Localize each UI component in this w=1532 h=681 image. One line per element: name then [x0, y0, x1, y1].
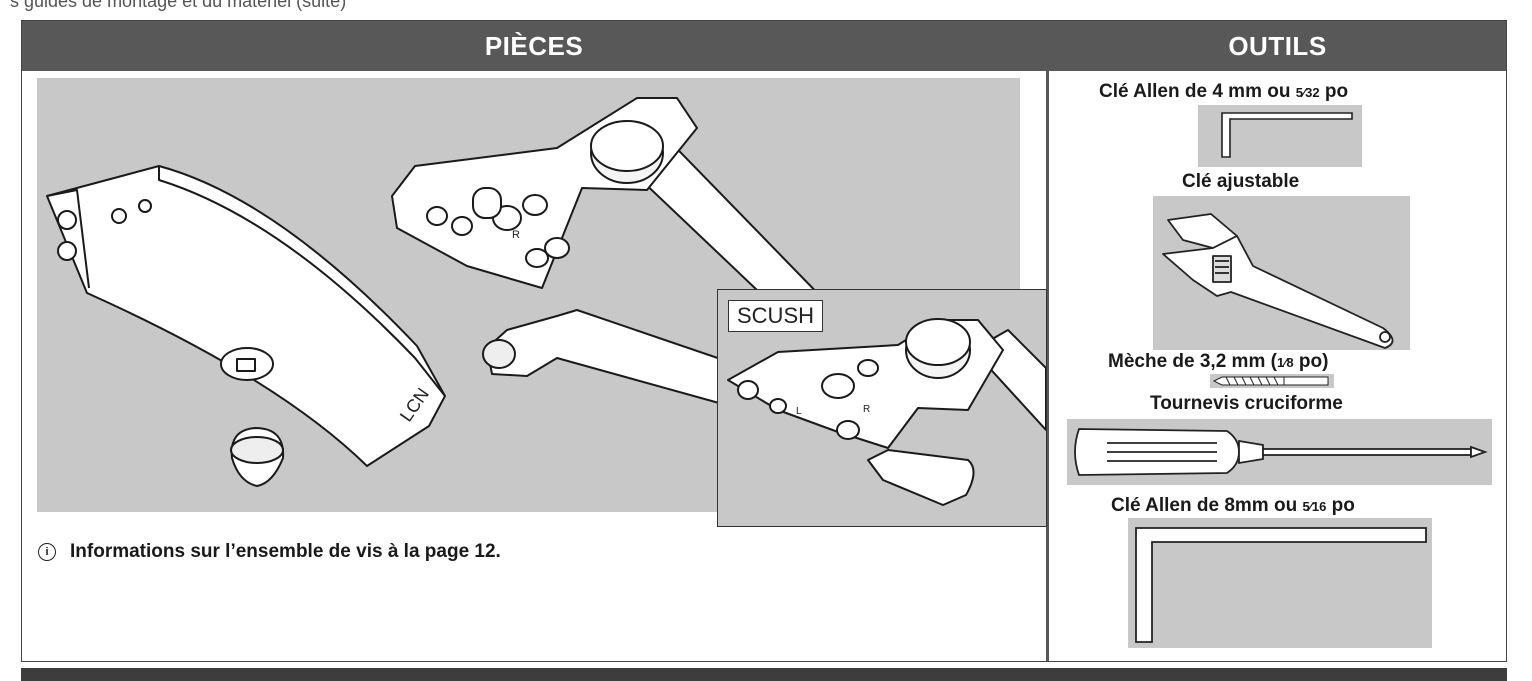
- main-arm-icon: R: [391, 97, 833, 329]
- parts-illustration: LCN R: [46, 97, 833, 487]
- forearm-icon: [482, 309, 748, 409]
- screwdriver-label: Tournevis cruciforme: [1150, 393, 1343, 414]
- allen-4mm-panel: [1198, 105, 1362, 167]
- tools-header: OUTILS: [1049, 21, 1506, 71]
- scush-illustration: L R: [727, 318, 1046, 506]
- adjustable-wrench-panel: [1153, 196, 1410, 350]
- allen-8mm-panel: [1128, 518, 1432, 648]
- screwdriver-panel: [1067, 419, 1492, 485]
- svg-text:R: R: [863, 404, 870, 415]
- closer-body-icon: LCN: [46, 165, 446, 467]
- scush-inset-panel: SCUSH L R: [717, 289, 1047, 527]
- allen-key-icon: [1221, 112, 1353, 158]
- allen-key-large-icon: [1135, 527, 1427, 643]
- adjustable-wrench-label: Clé ajustable: [1182, 171, 1300, 192]
- adjustable-wrench-icon: [1162, 213, 1394, 349]
- drill-bit-panel: [1210, 374, 1334, 388]
- drill-bit-label: Mèche de 3,2 mm (1⁄8 po): [1108, 351, 1329, 372]
- column-divider: [1046, 21, 1049, 661]
- svg-text:R: R: [512, 229, 520, 241]
- info-note: i Informations sur l’ensemble de vis à l…: [38, 541, 501, 563]
- svg-text:L: L: [796, 406, 802, 417]
- allen-8mm-label: Clé Allen de 8mm ou 5⁄16 po: [1111, 495, 1355, 516]
- parts-header: PIÈCES: [22, 21, 1046, 71]
- parts-tools-table: PIÈCES OUTILS LCN: [21, 20, 1507, 662]
- scush-label: SCUSH: [728, 300, 824, 332]
- phillips-screwdriver-icon: [1074, 428, 1488, 476]
- info-note-text: Informations sur l’ensemble de vis à la …: [70, 541, 501, 562]
- allen-4mm-label: Clé Allen de 4 mm ou 5⁄32 po: [1099, 81, 1349, 102]
- cover-cap-icon: [230, 427, 285, 487]
- info-circle-icon: i: [38, 543, 56, 561]
- next-section-header-bar: [21, 668, 1507, 681]
- cut-off-caption: s guides de montage et du matériel (suit…: [10, 0, 347, 11]
- drill-bit-icon: [1212, 376, 1329, 386]
